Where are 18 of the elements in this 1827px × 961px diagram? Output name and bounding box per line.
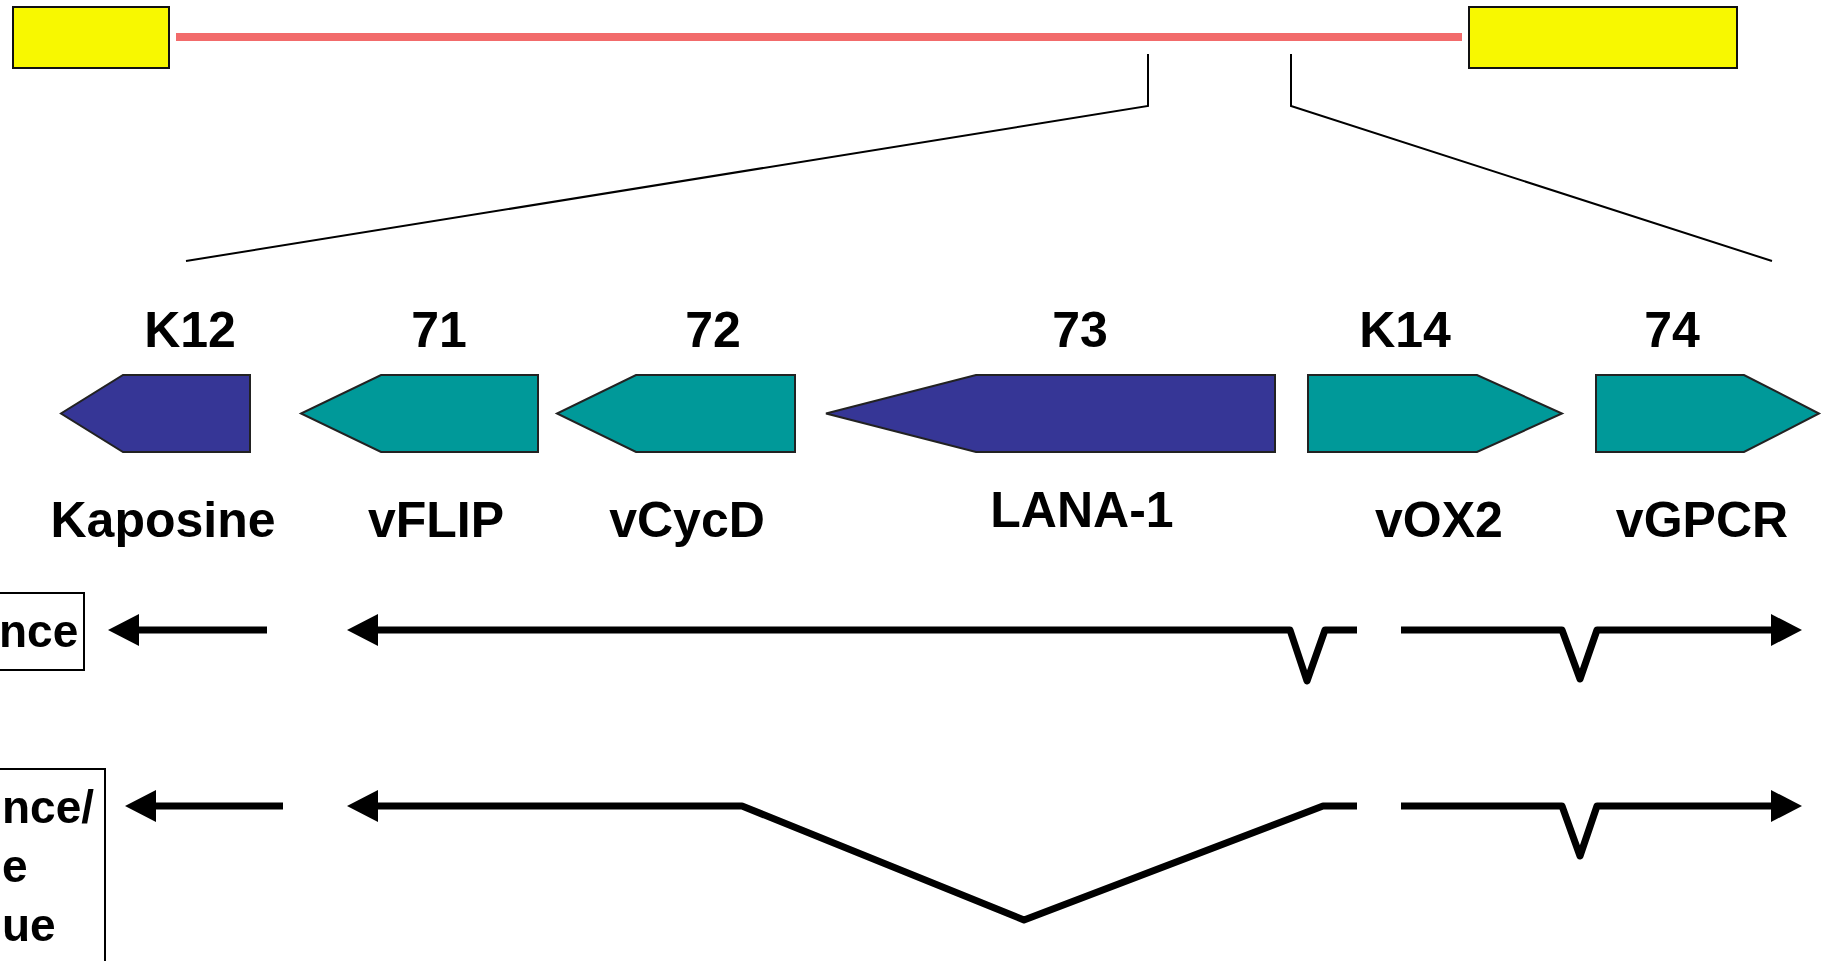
box-label: nce (0, 604, 77, 659)
gene-number: K14 (1358, 302, 1452, 358)
transcript-type-box (0, 768, 106, 961)
gene-number: K12 (143, 302, 237, 358)
genome-segment (1468, 6, 1738, 69)
gene-name: LANA-1 (989, 482, 1175, 538)
gene-number: 74 (1643, 302, 1701, 358)
genome-segment (12, 6, 170, 69)
gene-name: vCycD (608, 492, 766, 548)
gene-name: vFLIP (366, 492, 506, 548)
gene-number: 73 (1051, 302, 1109, 358)
gene-name: Kaposine (49, 492, 277, 548)
box-label: nce/ e ue (2, 780, 96, 953)
gene-name: vOX2 (1374, 492, 1504, 548)
transcript-type-box (0, 592, 85, 671)
gene-number: 71 (410, 302, 468, 358)
gene-number: 72 (684, 302, 742, 358)
gene-name: vGPCR (1614, 492, 1790, 548)
